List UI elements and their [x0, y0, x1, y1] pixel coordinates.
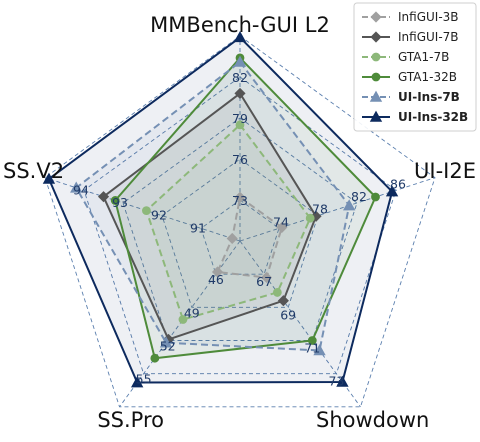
legend-label-ui-ins-7b: UI-Ins-7B — [398, 90, 460, 104]
series-point-ui-ins-32b-4 — [130, 376, 144, 388]
tick-label-axis1-1: 73 — [232, 193, 248, 208]
series-line-infigui-7b — [102, 92, 317, 341]
series-point-gta1-32b-5 — [110, 196, 120, 205]
legend-label-gta1-7b: GTA1-7B — [398, 50, 449, 64]
legend-label-infigui-3b: InfiGUI-3B — [398, 10, 459, 24]
tick-label-axis4-4: 55 — [136, 372, 152, 387]
series-point-ui-ins-7b-4 — [159, 336, 173, 348]
legend-label-gta1-32b: GTA1-32B — [398, 70, 457, 84]
series-point-gta1-7b-4 — [178, 315, 188, 324]
grid-spoke-3 — [239, 240, 361, 408]
series-point-ui-ins-32b-5 — [42, 172, 56, 184]
series-point-gta1-7b-3 — [272, 288, 282, 297]
tick-label-axis3-3: 71 — [304, 341, 320, 356]
series-point-infigui-7b-3 — [277, 295, 289, 307]
tick-label-axis1-2: 76 — [232, 152, 248, 167]
grid-spoke-2 — [239, 177, 436, 242]
radar-series — [42, 31, 399, 388]
tick-label-axis2-1: 74 — [273, 214, 289, 229]
axis-title-ui-i2e: UI-I2E — [414, 159, 476, 183]
series-fill-ui-ins-7b — [76, 62, 350, 351]
tick-label-axis5-4: 94 — [73, 182, 89, 197]
legend-marker-ui-ins-32b — [369, 110, 383, 122]
grid-ring-1 — [200, 199, 280, 275]
legend-marker-ui-ins-7b — [369, 90, 383, 102]
series-point-ui-ins-7b-1 — [233, 55, 247, 67]
tick-label-axis5-1: 91 — [190, 220, 206, 235]
series-point-infigui-3b-5 — [226, 232, 238, 245]
series-line-ui-ins-32b — [47, 36, 394, 384]
series-point-gta1-32b-2 — [371, 192, 380, 202]
tick-label-axis4-3: 52 — [160, 339, 176, 354]
series-point-infigui-3b-3 — [260, 271, 273, 284]
tick-label-axis3-1: 67 — [256, 274, 272, 289]
tick-label-axis5-2: 92 — [151, 208, 167, 223]
grid-ring-2 — [161, 158, 319, 308]
series-fill-gta1-32b — [115, 57, 376, 359]
grid-spoke-4 — [119, 240, 241, 408]
tick-label-axis5-3: 93 — [112, 195, 128, 210]
series-point-gta1-7b-1 — [235, 120, 245, 130]
series-point-infigui-3b-1 — [234, 191, 246, 203]
tick-label-axis1-4: 82 — [232, 70, 248, 85]
series-point-ui-ins-7b-3 — [313, 344, 326, 356]
tick-label-axis2-2: 78 — [312, 202, 328, 217]
axis-title-ssv2: SS.V2 — [3, 159, 64, 183]
series-fill-ui-ins-32b — [48, 37, 393, 383]
tick-label-axis1-3: 79 — [232, 111, 248, 126]
axis-title-showdown: Showdown — [316, 408, 429, 432]
series-point-gta1-7b-5 — [142, 206, 151, 215]
series-line-gta1-7b — [145, 123, 312, 321]
tick-label-axis3-2: 69 — [280, 307, 296, 322]
legend-label-infigui-7b: InfiGUI-7B — [398, 30, 459, 44]
tick-label-axis2-4: 86 — [390, 176, 406, 191]
legend-marker-gta1-7b — [371, 52, 381, 62]
series-point-infigui-7b-5 — [97, 191, 110, 203]
series-line-gta1-32b — [114, 56, 377, 360]
series-point-infigui-3b-4 — [211, 266, 224, 278]
radar-tick-labels: 73 76 79 82 74 78 82 86 67 69 71 73 46 49 52 55 91 92 93 94 — [73, 70, 406, 389]
series-line-ui-ins-7b — [75, 61, 351, 352]
series-point-ui-ins-32b-3 — [336, 375, 349, 387]
axis-title-sspro: SS.Pro — [97, 408, 164, 432]
radar-fills — [48, 37, 393, 383]
tick-label-axis4-2: 49 — [184, 305, 200, 320]
series-point-gta1-32b-3 — [307, 336, 317, 345]
legend-marker-gta1-32b — [371, 72, 381, 82]
series-point-ui-ins-32b-1 — [233, 31, 247, 43]
series-point-ui-ins-7b-5 — [70, 181, 83, 193]
legend-box — [353, 2, 477, 132]
legend-label-ui-ins-32b: UI-Ins-32B — [398, 110, 468, 124]
series-point-gta1-32b-4 — [150, 353, 160, 363]
series-point-ui-ins-32b-2 — [385, 185, 399, 197]
series-fill-infigui-3b — [217, 197, 282, 278]
tick-label-axis2-3: 82 — [351, 189, 367, 204]
legend-marker-infigui-7b — [370, 31, 382, 43]
tick-label-axis4-1: 46 — [208, 272, 224, 287]
series-point-ui-ins-7b-2 — [343, 199, 356, 211]
grid-ring-5 — [44, 35, 436, 408]
series-point-infigui-7b-1 — [234, 87, 246, 99]
legend-marker-infigui-3b — [370, 11, 382, 23]
axis-title-mmbench: MMBench-GUI L2 — [150, 13, 330, 37]
series-point-infigui-3b-2 — [276, 221, 288, 233]
legend: InfiGUI-3B InfiGUI-7B GTA1-7B GTA1-32B UI-In… — [353, 2, 477, 132]
series-point-gta1-7b-2 — [305, 213, 315, 223]
tick-label-axis3-4: 73 — [328, 374, 344, 389]
